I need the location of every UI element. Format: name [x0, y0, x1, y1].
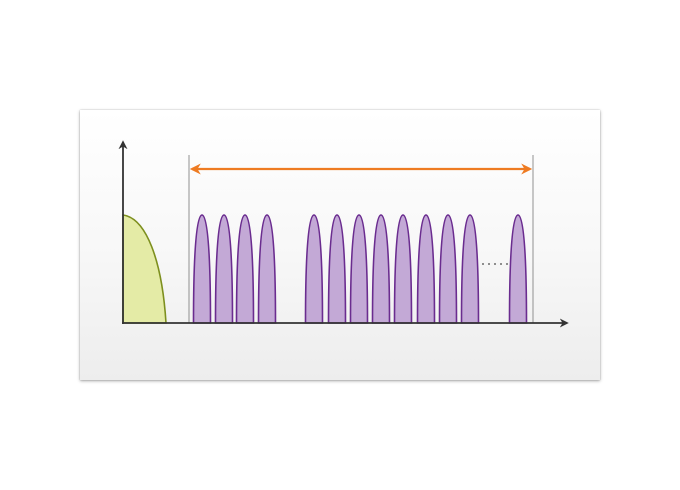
- ellipsis-dot: [488, 263, 490, 265]
- pulse-lobe: [304, 214, 324, 324]
- diagram-panel: [80, 110, 600, 380]
- pulse-group: [192, 214, 528, 324]
- pulse-lobe: [460, 214, 480, 324]
- ellipsis-dots: [482, 263, 508, 265]
- pulse-lobe: [508, 214, 528, 324]
- base-band-lobe: [122, 214, 167, 324]
- pulse-lobe: [438, 214, 458, 324]
- pulse-lobe: [214, 214, 234, 324]
- pulse-lobe: [393, 214, 413, 324]
- pulse-lobe: [416, 214, 436, 324]
- ellipsis-dot: [506, 263, 508, 265]
- pulse-lobe: [257, 214, 277, 324]
- pulse-lobe: [235, 214, 255, 324]
- pulse-lobe: [192, 214, 212, 324]
- pulse-lobe: [327, 214, 347, 324]
- pulse-lobe: [349, 214, 369, 324]
- spectrum-diagram: [118, 140, 569, 328]
- ellipsis-dot: [500, 263, 502, 265]
- ellipsis-dot: [494, 263, 496, 265]
- pulse-lobe: [371, 214, 391, 324]
- ellipsis-dot: [482, 263, 484, 265]
